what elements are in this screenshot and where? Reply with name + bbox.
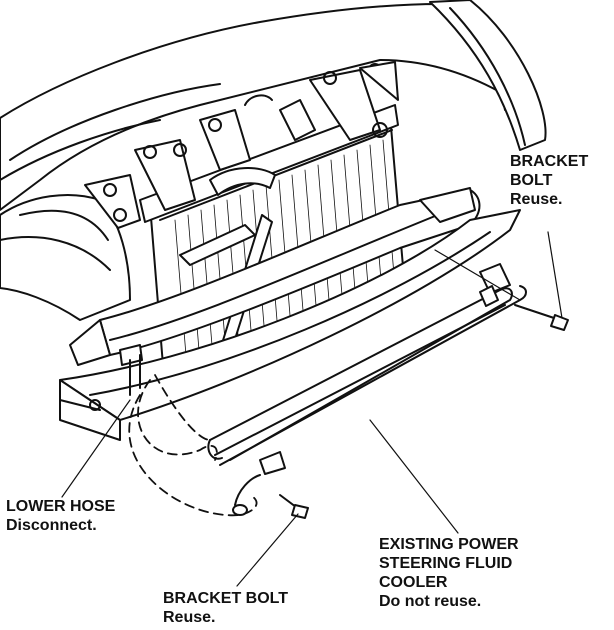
- cooler-hose-dashed: [128, 374, 258, 517]
- top-bracket-bolt: [514, 304, 569, 331]
- bottom-bracket-bolt-line1: BRACKET BOLT: [163, 590, 289, 607]
- lower-hose-line2: Disconnect.: [6, 517, 97, 534]
- lower-hose: [119, 344, 143, 396]
- lower-crossmember: [59, 187, 521, 441]
- bottom-bracket-bolt-line2: Reuse.: [163, 609, 216, 626]
- top-bracket-bolt-line1: BRACKET: [510, 153, 589, 170]
- left-headlight-housing: [0, 194, 131, 321]
- lower-hose-callout: LOWER HOSE Disconnect.: [6, 497, 115, 535]
- right-headlight-housing: [429, 0, 547, 151]
- cooler-line1: EXISTING POWER: [379, 536, 519, 553]
- top-bracket-bolt-line3: Reuse.: [510, 191, 563, 208]
- bumper-beam: [69, 189, 481, 366]
- bottom-bracket-bolt-callout: BRACKET BOLT Reuse.: [163, 589, 288, 627]
- cooler-line2: STEERING FLUID: [379, 555, 513, 572]
- cooler-callout: EXISTING POWER STEERING FLUID COOLER Do …: [379, 535, 519, 611]
- lower-hose-line1: LOWER HOSE: [6, 498, 116, 515]
- top-bolt-guide-line: [434, 249, 521, 301]
- cooler-line3: COOLER: [379, 574, 448, 591]
- cooler-line4: Do not reuse.: [379, 593, 482, 610]
- top-bracket-bolt-callout: BRACKET BOLT Reuse.: [510, 152, 588, 209]
- upper-radiator-brackets: [84, 61, 399, 229]
- top-bracket-bolt-line2: BOLT: [510, 172, 553, 189]
- upper-hoses: [209, 94, 316, 196]
- hose-end: [232, 474, 261, 516]
- bottom-bracket-bolt: [279, 494, 309, 519]
- callout-leader-lines: [61, 231, 563, 587]
